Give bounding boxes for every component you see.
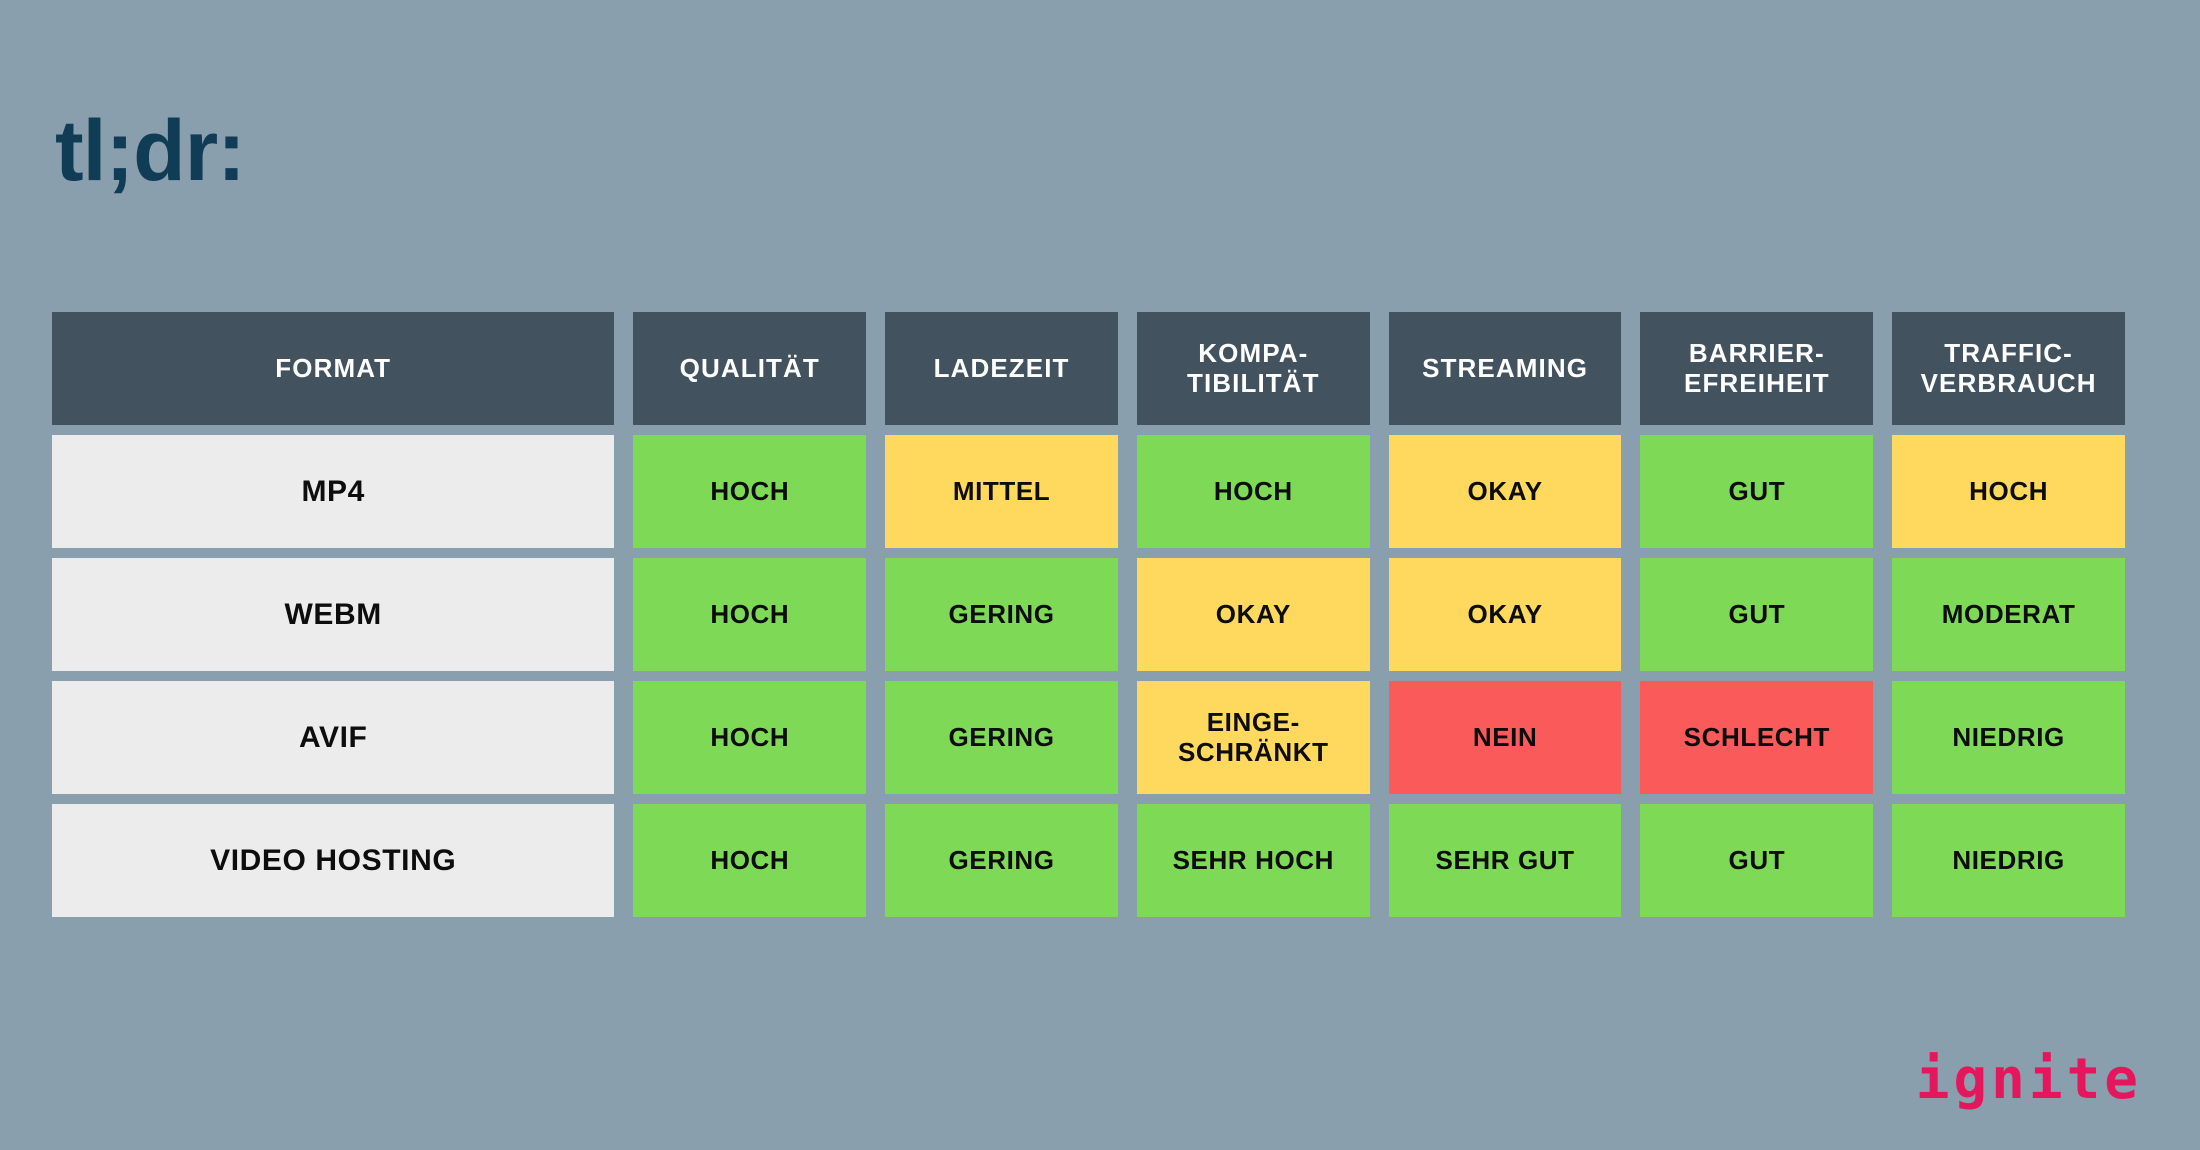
rating-cell: OKAY [1136, 558, 1370, 671]
rating-cell: OKAY [1388, 435, 1622, 548]
format-name-cell: VIDEO HOSTING [52, 804, 615, 917]
format-name-cell: MP4 [52, 435, 615, 548]
format-name-cell: WEBM [52, 558, 615, 671]
rating-cell: NEIN [1388, 681, 1622, 794]
rating-cell: HOCH [1892, 435, 2125, 548]
rating-cell: HOCH [633, 804, 867, 917]
rating-cell: EINGE-SCHRÄNKT [1136, 681, 1370, 794]
rating-cell: GUT [1640, 435, 1874, 548]
column-header-format: FORMAT [52, 312, 615, 425]
rating-cell: NIEDRIG [1892, 681, 2125, 794]
rating-cell: SEHR HOCH [1136, 804, 1370, 917]
rating-cell: MODERAT [1892, 558, 2125, 671]
rating-cell: OKAY [1388, 558, 1622, 671]
rating-cell: GERING [885, 804, 1118, 917]
rating-cell: MITTEL [885, 435, 1118, 548]
column-header-ladezeit: LADEZEIT [885, 312, 1118, 425]
column-header-streaming: STREAMING [1388, 312, 1622, 425]
page-title: tl;dr: [55, 103, 246, 199]
rating-cell: GUT [1640, 804, 1874, 917]
rating-cell: SCHLECHT [1640, 681, 1874, 794]
column-header-trafficverbrauch: TRAFFIC-VERBRAUCH [1892, 312, 2125, 425]
column-header-kompatibilitat: KOMPA-TIBILITÄT [1136, 312, 1370, 425]
table-header-row: FORMAT QUALITÄT LADEZEIT KOMPA-TIBILITÄT… [52, 312, 2125, 425]
comparison-table: FORMAT QUALITÄT LADEZEIT KOMPA-TIBILITÄT… [52, 312, 2125, 917]
rating-cell: GERING [885, 558, 1118, 671]
rating-cell: HOCH [1136, 435, 1370, 548]
rating-cell: HOCH [633, 558, 867, 671]
rating-cell: SEHR GUT [1388, 804, 1622, 917]
column-header-qualitat: QUALITÄT [633, 312, 867, 425]
rating-cell: GUT [1640, 558, 1874, 671]
rating-cell: NIEDRIG [1892, 804, 2125, 917]
column-header-barrierefreiheit: BARRIER-EFREIHEIT [1640, 312, 1874, 425]
rating-cell: HOCH [633, 435, 867, 548]
format-name-cell: AVIF [52, 681, 615, 794]
rating-cell: HOCH [633, 681, 867, 794]
ignite-logo: ignite [1915, 1047, 2142, 1112]
rating-cell: GERING [885, 681, 1118, 794]
